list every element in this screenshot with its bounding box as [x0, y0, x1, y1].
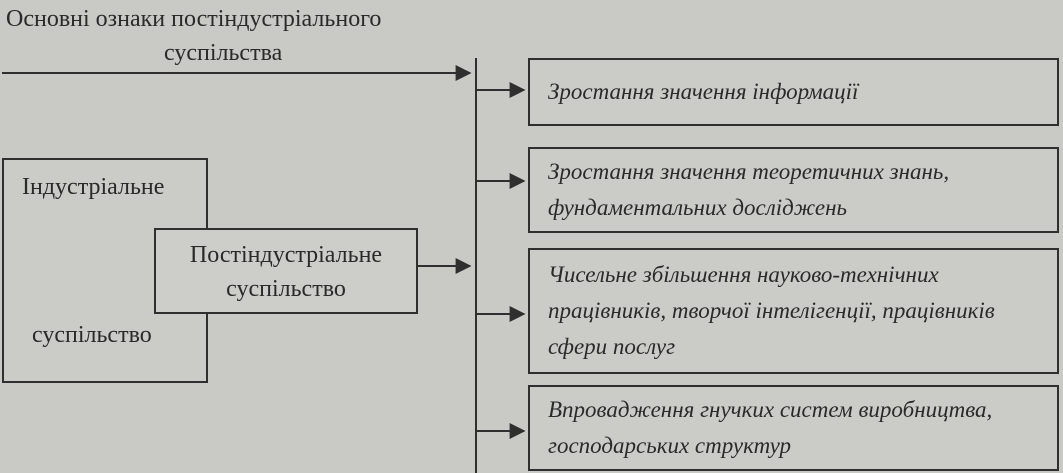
title-line-1: Основні ознаки постіндустріального [6, 6, 382, 32]
industrial-society-label-1: Індустріальне [22, 174, 165, 200]
feature-text-4: Впровадження гнучких систем виробництва,… [548, 397, 993, 458]
postindustrial-society-label-1: Постіндустріальне [189, 242, 383, 268]
industrial-society-label-2: суспільство [32, 322, 152, 348]
postindustrial-society-label-2: суспільство [226, 276, 346, 302]
feature-box-3: Чисельне збільшення науково-технічних пр… [528, 248, 1059, 374]
feature-text-2: Зростання значення теоретичних знань, фу… [548, 159, 950, 220]
feature-box-2: Зростання значення теоретичних знань, фу… [528, 147, 1059, 233]
industrial-society-box: Індустріальне суспільство [2, 158, 208, 383]
feature-text-1: Зростання значення інформації [548, 79, 859, 104]
feature-box-4: Впровадження гнучких систем виробництва,… [528, 385, 1059, 471]
feature-box-1: Зростання значення інформації [528, 58, 1059, 126]
diagram-title: Основні ознаки постіндустріального суспі… [6, 2, 506, 70]
feature-text-3: Чисельне збільшення науково-технічних пр… [548, 262, 995, 359]
postindustrial-society-box: Постіндустріальне суспільство [154, 228, 418, 314]
title-line-2: суспільства [164, 40, 283, 66]
